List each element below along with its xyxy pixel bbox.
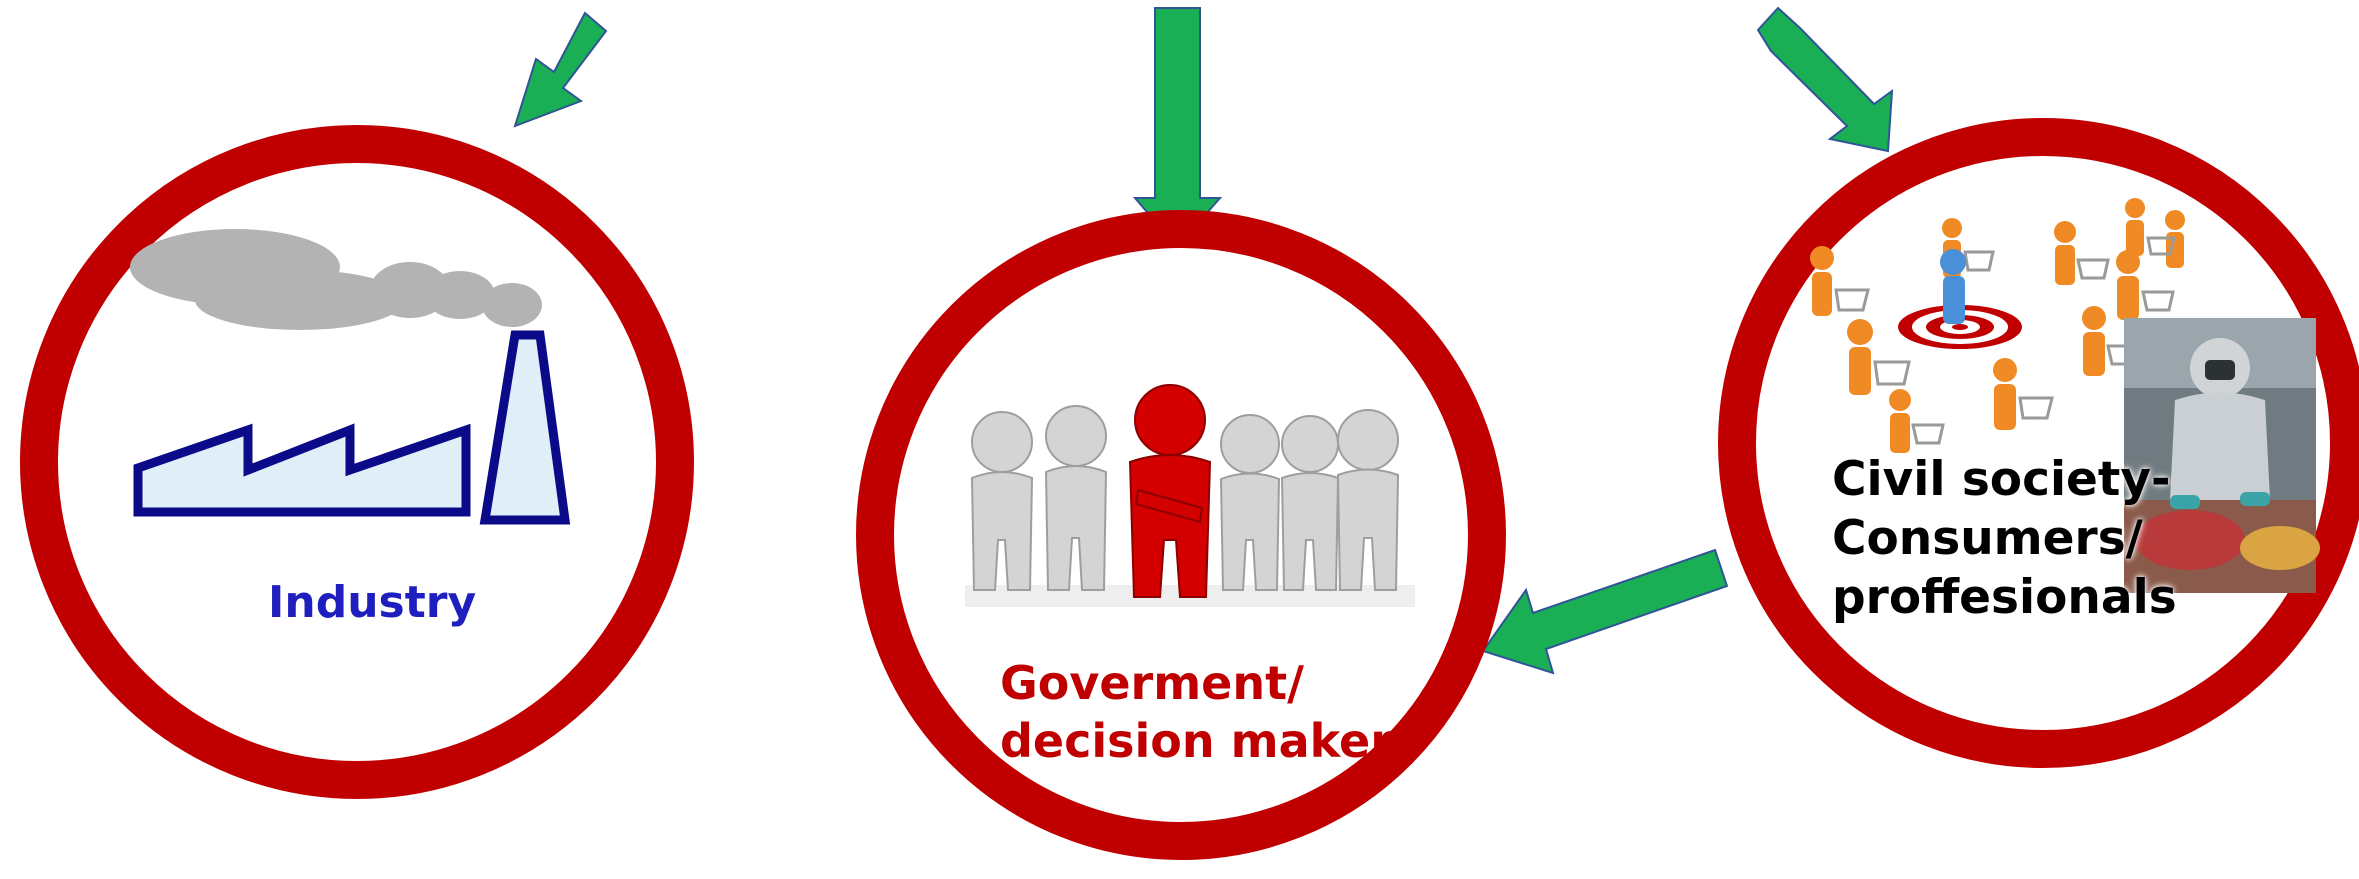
target-icon bbox=[1898, 249, 2022, 349]
industry-node bbox=[20, 125, 694, 799]
arrow-to-civil-society bbox=[1756, 6, 1894, 153]
government-node bbox=[856, 210, 1506, 860]
civil-society-label-line-3: proffesionals bbox=[1832, 569, 2177, 625]
civil-society-label-line-1: Civil society- bbox=[1832, 452, 2171, 507]
civil-society-node bbox=[1718, 118, 2359, 768]
arrow-to-industry bbox=[513, 11, 608, 128]
civil-society-label-line-2: Consumers/ bbox=[1832, 510, 2143, 566]
smoke-cloud-icon bbox=[130, 229, 542, 330]
civil-society-label: Civil society- Consumers/ proffesionals bbox=[1832, 451, 2177, 627]
government-label: Goverment/ decision makers bbox=[1000, 655, 1420, 770]
hazmat-worker-icon bbox=[2124, 318, 2320, 593]
factory-icon bbox=[133, 330, 571, 525]
team-people-icon bbox=[965, 384, 1415, 607]
government-label-line-1: Goverment/ bbox=[1000, 656, 1304, 710]
government-label-line-2: decision makers bbox=[1000, 713, 1421, 768]
industry-label: Industry bbox=[268, 577, 477, 628]
shopping-carts-icon bbox=[1810, 198, 2185, 453]
arrow-civil-to-government bbox=[1481, 548, 1729, 675]
